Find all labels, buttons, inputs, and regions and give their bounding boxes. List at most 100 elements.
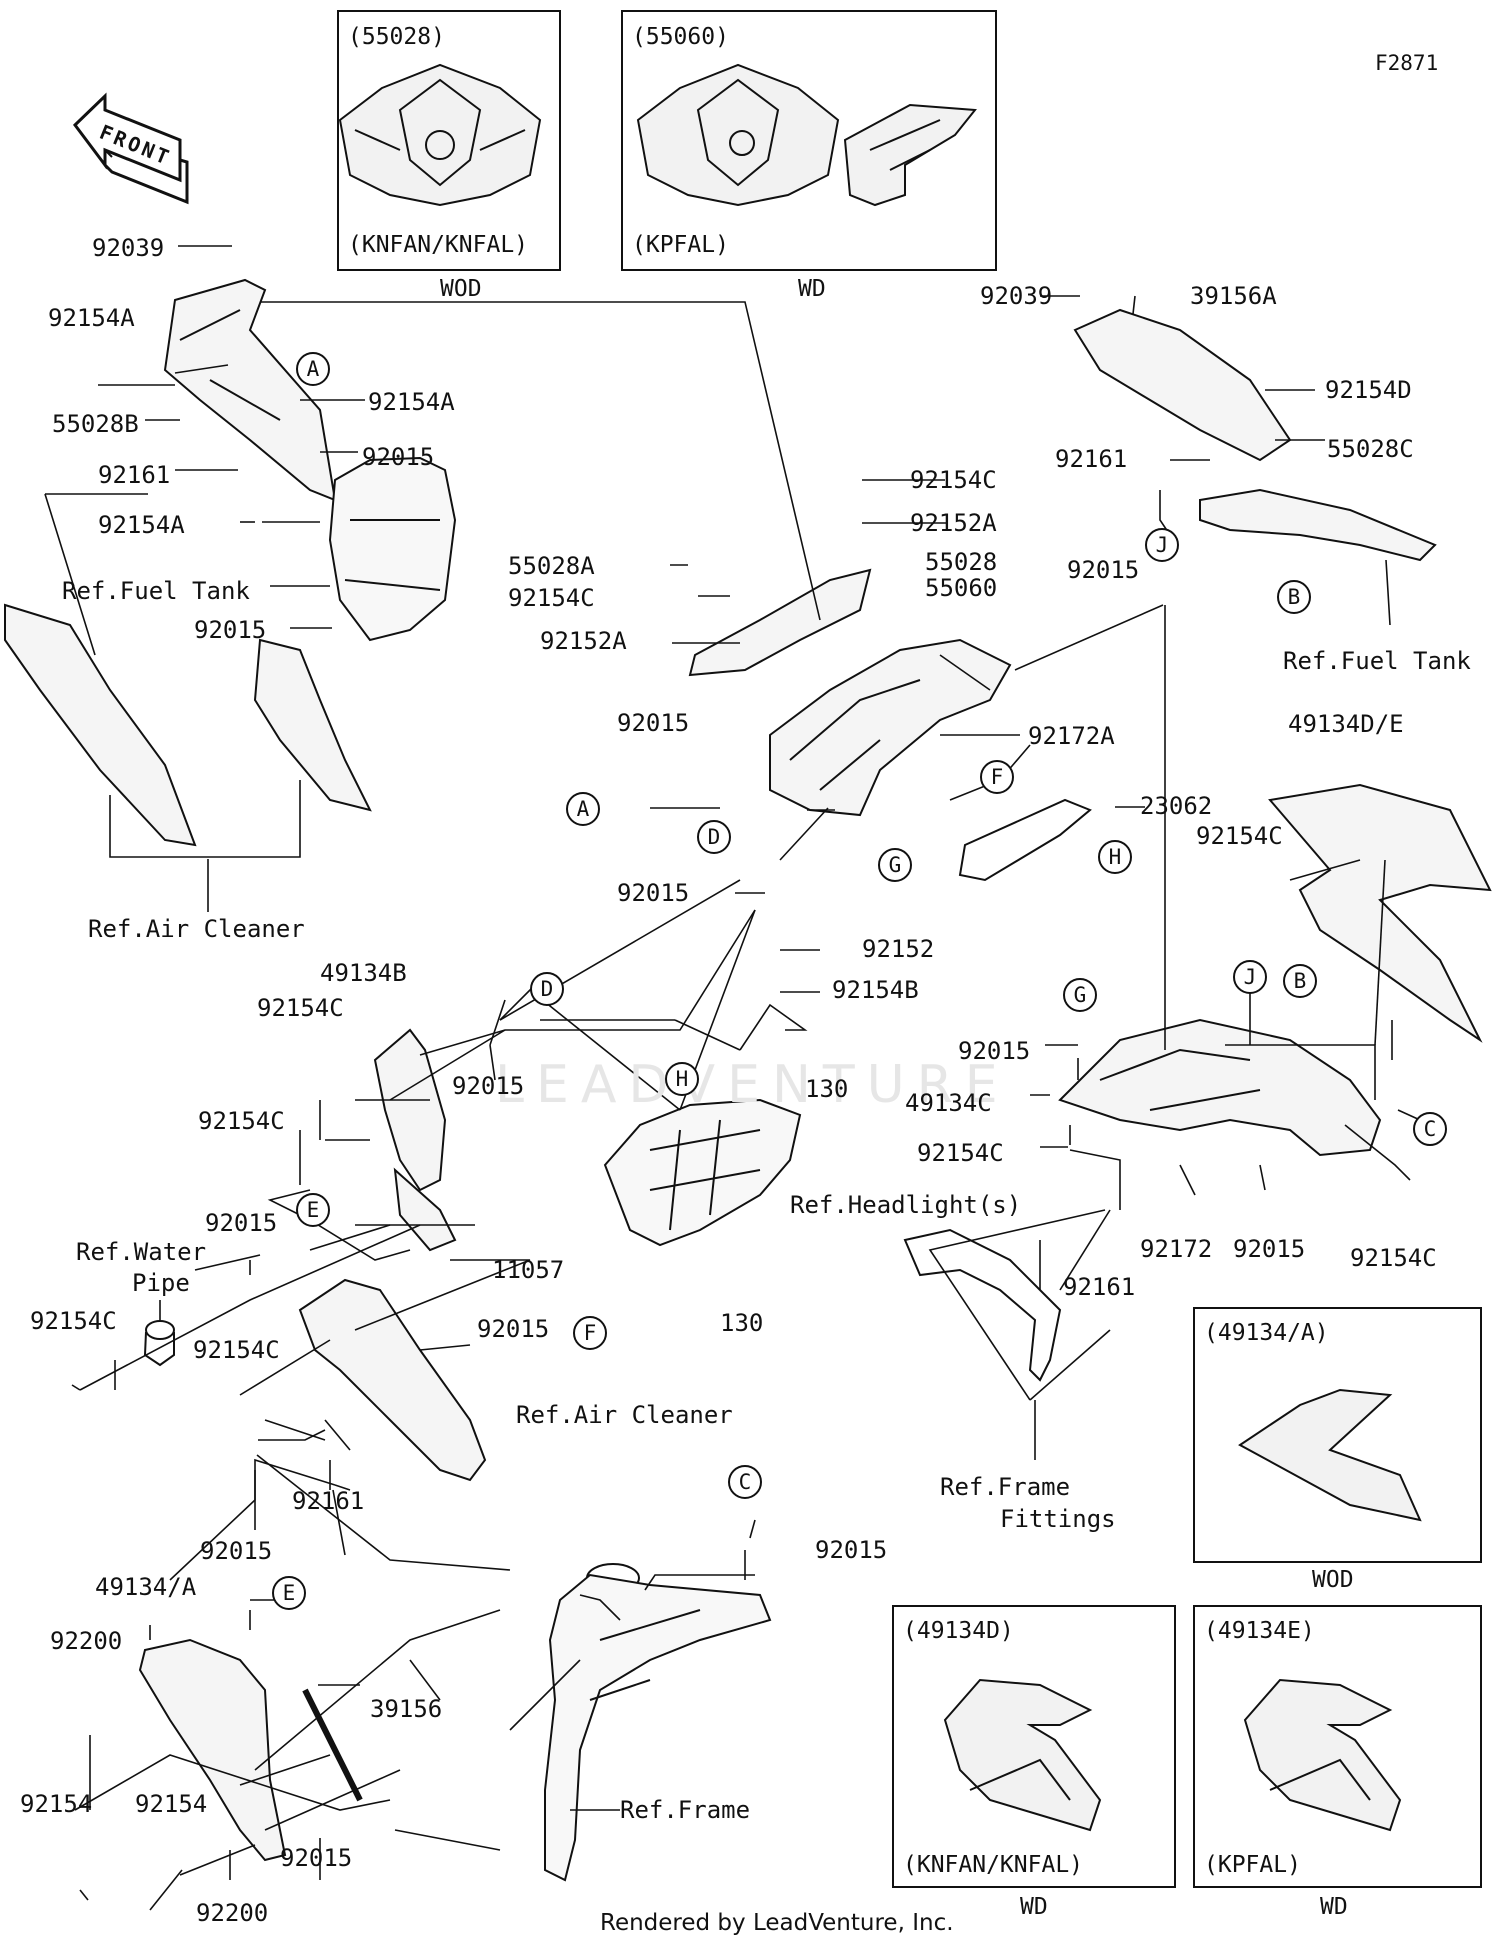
part-label: 92015 <box>362 443 435 471</box>
diagram-code: F2871 <box>1375 51 1439 75</box>
part-label: 92154C <box>1350 1244 1437 1272</box>
variant-models: (KNFAN/KNFAL) <box>348 232 529 258</box>
part-label: 49134D/E <box>1288 710 1404 738</box>
callout-j: J <box>1145 528 1179 562</box>
part-label: 92015 <box>452 1072 525 1100</box>
callout-b: B <box>1283 964 1317 998</box>
part-label: 92161 <box>292 1487 365 1515</box>
bracket-49134B-icon <box>373 1028 457 1252</box>
cowl-55028-icon <box>338 63 542 207</box>
part-label: 55028C <box>1327 435 1414 463</box>
air-cleaner-cover-left-icon <box>4 603 372 847</box>
callout-h: H <box>1098 840 1132 874</box>
part-label: 92015 <box>617 709 690 737</box>
callout-h: H <box>665 1062 699 1096</box>
callout-f: F <box>573 1316 607 1350</box>
frame-fittings-icon <box>903 1228 1062 1382</box>
part-label: 39156 <box>370 1695 443 1723</box>
callout-g: G <box>1063 978 1097 1012</box>
part-label: 92015 <box>1233 1235 1306 1263</box>
callout-b: B <box>1277 580 1311 614</box>
part-label: 92015 <box>815 1536 888 1564</box>
callout-a: A <box>296 352 330 386</box>
part-label: 92161 <box>1063 1273 1136 1301</box>
variant-box-55028 <box>337 10 561 271</box>
callout-d: D <box>530 972 564 1006</box>
upper-cowl-right-55028C-icon <box>1073 308 1437 562</box>
variant-tag: WD <box>1320 1894 1348 1920</box>
air-cleaner-cover-lower-icon <box>298 1278 487 1482</box>
part-label: 23062 <box>1140 792 1213 820</box>
part-label: 92015 <box>194 616 267 644</box>
trim-39156-icon <box>302 1688 363 1802</box>
part-label: 130 <box>720 1309 764 1337</box>
side-cover-49134A-variant-icon <box>1238 1388 1422 1522</box>
bracket-23062-icon <box>958 798 1092 882</box>
upper-cowl-center-55028A-icon <box>688 568 872 677</box>
part-label: 92200 <box>196 1899 269 1927</box>
part-label: 92154A <box>368 388 455 416</box>
part-label: Ref.Frame <box>620 1796 751 1824</box>
callout-d: D <box>697 820 731 854</box>
part-label: 92172A <box>1028 722 1115 750</box>
callout-j: J <box>1233 960 1267 994</box>
part-label: 55028 <box>925 548 998 576</box>
part-label: 92154C <box>1196 822 1283 850</box>
variant-code: (49134/A) <box>1204 1320 1329 1346</box>
upper-cowl-left-55028B-icon <box>163 278 337 502</box>
part-label: 55028A <box>508 552 595 580</box>
headlight-assembly-icon <box>603 1098 802 1247</box>
part-label: 92039 <box>980 282 1053 310</box>
variant-tag: WD <box>798 276 826 302</box>
part-label: 92152A <box>910 509 997 537</box>
frame-icon <box>544 1563 772 1882</box>
part-label: Ref.Fuel Tank <box>1283 647 1471 675</box>
part-label: 49134C <box>905 1089 992 1117</box>
variant-code: (49134E) <box>1204 1618 1315 1644</box>
part-label: 92154 <box>20 1790 93 1818</box>
part-label: 92154A <box>98 511 185 539</box>
part-label: 92152A <box>540 627 627 655</box>
part-label: Ref.Fuel Tank <box>62 577 250 605</box>
water-pipe-icon <box>143 1320 175 1367</box>
callout-e: E <box>296 1193 330 1227</box>
variant-box-49134D <box>892 1605 1176 1888</box>
part-label: 92154C <box>910 466 997 494</box>
variant-models: (KNFAN/KNFAL) <box>903 1852 1084 1878</box>
part-label: 11057 <box>492 1256 565 1284</box>
part-label: 49134B <box>320 959 407 987</box>
cowl-55060-icon <box>636 63 977 207</box>
side-cowl-49134DE-icon <box>1268 783 1492 1043</box>
variant-tag: WD <box>1020 1894 1048 1920</box>
part-label: 92154C <box>30 1307 117 1335</box>
part-label: 92154C <box>917 1139 1004 1167</box>
part-label: 92161 <box>1055 445 1128 473</box>
part-label: 92152 <box>862 935 935 963</box>
part-label: 55028B <box>52 410 139 438</box>
part-label: 92015 <box>958 1037 1031 1065</box>
part-label: Fittings <box>1000 1505 1116 1533</box>
main-upper-cowl-icon <box>769 638 1012 817</box>
part-label: 92154C <box>508 584 595 612</box>
callout-c: C <box>1413 1112 1447 1146</box>
part-label: 92154B <box>832 976 919 1004</box>
part-label: Ref.Water <box>76 1238 207 1266</box>
part-label: 92154 <box>135 1790 208 1818</box>
variant-tag: WOD <box>440 276 482 302</box>
part-label: 92154C <box>198 1107 285 1135</box>
tank-cover-icon <box>328 456 457 642</box>
variant-code: (49134D) <box>903 1618 1014 1644</box>
footer-credit: Rendered by LeadVenture, Inc. <box>600 1910 954 1936</box>
variant-models: (KPFAL) <box>1204 1852 1301 1878</box>
callout-c: C <box>728 1465 762 1499</box>
callout-e: E <box>272 1576 306 1610</box>
part-label: 92172 <box>1140 1235 1213 1263</box>
part-label: Ref.Headlight(s) <box>790 1191 1022 1219</box>
callout-f: F <box>980 760 1014 794</box>
part-label: 92161 <box>98 461 171 489</box>
part-label: Pipe <box>132 1269 190 1297</box>
part-label: 92015 <box>1067 556 1140 584</box>
callout-g: G <box>878 848 912 882</box>
